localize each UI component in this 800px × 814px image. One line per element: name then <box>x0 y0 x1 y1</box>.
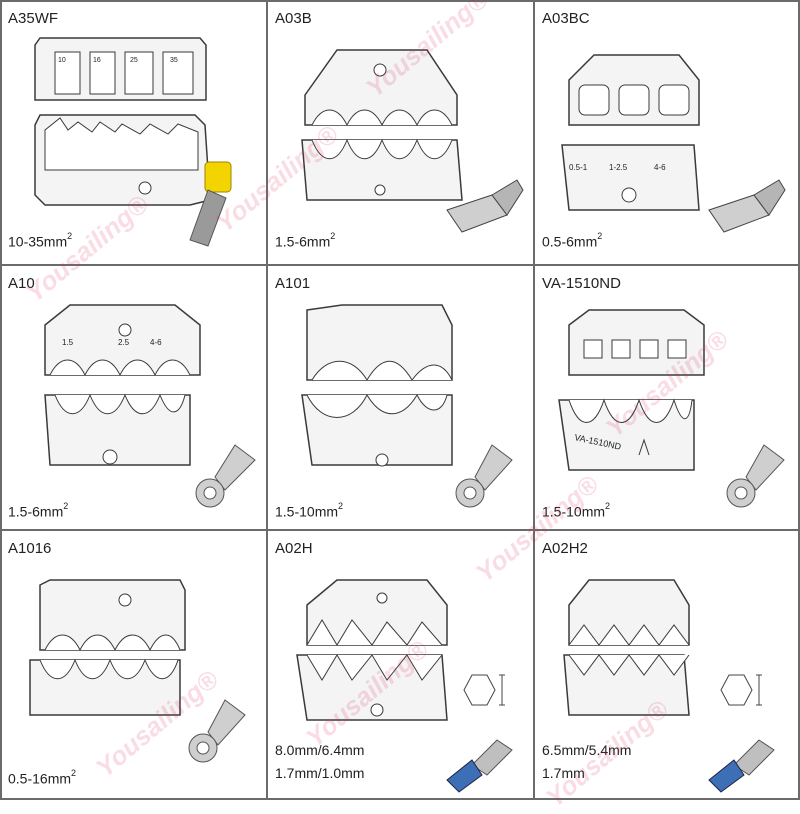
spec-line: 8.0mm/6.4mm <box>275 742 365 758</box>
spec-superscript: 2 <box>63 501 69 511</box>
die-model-title: A101 <box>275 275 311 292</box>
wire-range-spec: 1.5-10mm2 <box>542 500 610 521</box>
spec-line: 1.5-10mm <box>275 503 339 520</box>
spec-line: 1.5-6mm <box>275 233 331 250</box>
wire-range-spec: 8.0mm/6.4mm 1.7mm/1.0mm <box>275 742 364 782</box>
die-cell-a10: 1.5 2.5 4-6 A10 1.5-6mm2 <box>0 265 267 530</box>
die-model-title: A10 <box>8 275 35 292</box>
die-cell-a02h2: A02H2 6.5mm/5.4mm 1.7mm <box>534 530 800 800</box>
die-model-title: A1016 <box>8 540 52 557</box>
spec-line: 1.5-10mm <box>542 503 606 520</box>
ring-terminal-icon <box>455 444 513 508</box>
die-cell-a101: A101 1.5-10mm2 <box>267 265 534 530</box>
wire-range-spec: 1.5-10mm2 <box>275 500 343 521</box>
ring-terminal-icon <box>726 444 785 508</box>
ferrule-icon <box>189 161 232 247</box>
spec-line: 0.5-6mm <box>542 233 598 250</box>
die-model-title: VA-1510ND <box>542 275 621 292</box>
spec-line: 1.5-6mm <box>8 503 64 520</box>
spec-line: 6.5mm/5.4mm <box>542 742 632 758</box>
wire-range-spec: 0.5-16mm2 <box>8 767 76 788</box>
spec-line: 1.7mm/1.0mm <box>275 765 365 781</box>
die-cell-a02h: A02H 8.0mm/6.4mm 1.7mm/1.0mm <box>267 530 534 800</box>
spec-line: 1.7mm <box>542 765 585 781</box>
spade-terminal-icon <box>446 179 524 233</box>
die-model-title: A03B <box>275 10 312 27</box>
ring-terminal-icon <box>188 699 246 763</box>
spec-superscript: 2 <box>597 231 603 241</box>
spec-line: 10-35mm <box>8 233 68 250</box>
wire-range-spec: 10-35mm2 <box>8 230 72 251</box>
die-cell-a03bc: 0.5-1 1-2.5 4-6 A03BC 0.5-6mm2 <box>534 0 800 265</box>
spec-superscript: 2 <box>67 231 73 241</box>
wire-range-spec: 1.5-6mm2 <box>8 500 68 521</box>
die-cell-a35wf: 10 16 25 35 A35WF 10-35mm2 <box>0 0 267 265</box>
die-model-title: A03BC <box>542 10 590 27</box>
die-cell-a1016: A1016 0.5-16mm2 <box>0 530 267 800</box>
spec-superscript: 2 <box>330 231 336 241</box>
die-model-title: A02H <box>275 540 313 557</box>
die-cell-a03b: A03B 1.5-6mm2 <box>267 0 534 265</box>
spade-terminal-icon <box>708 179 786 233</box>
wire-range-spec: 0.5-6mm2 <box>542 230 602 251</box>
spec-superscript: 2 <box>605 501 611 511</box>
spec-superscript: 2 <box>338 501 344 511</box>
ring-terminal-icon <box>195 444 256 508</box>
die-cell-va1510nd: VA-1510ND VA-1510ND 1.5-10mm2 <box>534 265 800 530</box>
die-model-title: A35WF <box>8 10 59 27</box>
spec-superscript: 2 <box>71 768 77 778</box>
wire-range-spec: 1.5-6mm2 <box>275 230 335 251</box>
wire-range-spec: 6.5mm/5.4mm 1.7mm <box>542 742 631 782</box>
die-model-title: A02H2 <box>542 540 588 557</box>
spec-line: 0.5-16mm <box>8 770 72 787</box>
